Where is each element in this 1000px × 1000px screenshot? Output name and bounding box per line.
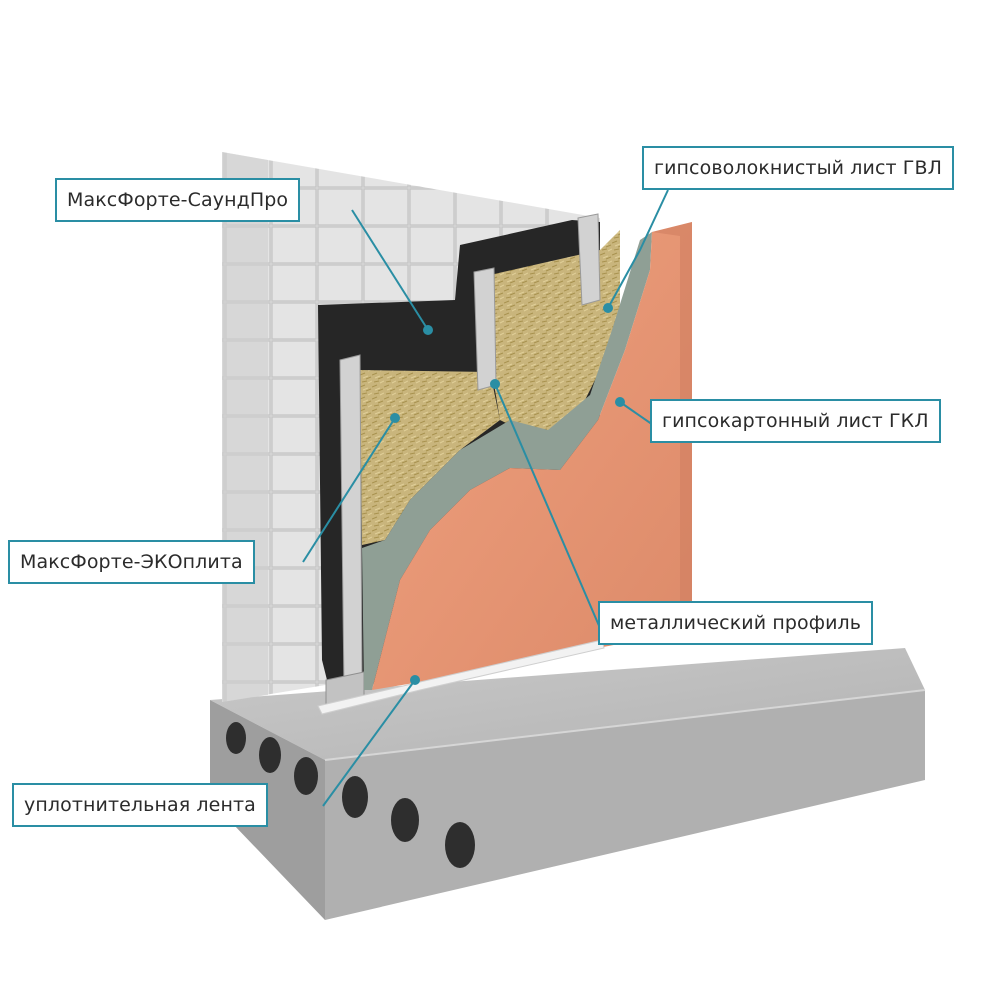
callout-tape-text: уплотнительная лента xyxy=(24,794,256,816)
pointer-dot-profile xyxy=(490,379,500,389)
callout-gvl-text: гипсоволокнистый лист ГВЛ xyxy=(654,157,943,179)
leader-dots xyxy=(390,303,625,685)
callout-gvl: гипсоволокнистый лист ГВЛ xyxy=(642,146,955,190)
callout-gkl: гипсокартонный лист ГКЛ xyxy=(650,399,941,443)
leader-line-soundpro xyxy=(351,209,429,331)
callout-profile-text: металлический профиль xyxy=(610,612,862,634)
slab-hole xyxy=(391,798,419,842)
gkl-sheet-layer xyxy=(372,222,692,690)
callout-soundpro: МаксФорте-СаундПро xyxy=(55,178,301,222)
callout-ecoplita: МаксФорте-ЭКОплита xyxy=(8,540,255,584)
metal-profile-studs xyxy=(325,213,601,709)
slab-hole xyxy=(259,737,281,773)
pointer-dot-soundpro xyxy=(423,325,433,335)
callout-soundpro-text: МаксФорте-СаундПро xyxy=(67,189,289,211)
slab-hole xyxy=(226,722,246,754)
pointer-dot-ecoplita xyxy=(390,413,400,423)
leader-lines xyxy=(302,189,669,807)
leader-line-tape xyxy=(322,679,416,807)
leader-line-profile xyxy=(494,383,601,629)
callout-ecoplita-text: МаксФорте-ЭКОплита xyxy=(20,551,243,573)
sealing-tape xyxy=(317,639,605,715)
leader-line-ecoplita xyxy=(302,417,396,563)
pointer-dot-tape xyxy=(410,675,420,685)
slab-hole xyxy=(342,776,368,818)
callout-tape: уплотнительная лента xyxy=(12,783,268,827)
pointer-dot-gvl xyxy=(603,303,613,313)
leader-line-gvl xyxy=(607,189,669,309)
pointer-dot-gkl xyxy=(615,397,625,407)
concrete-floor-slab xyxy=(210,648,926,920)
callout-profile: металлический профиль xyxy=(598,601,874,645)
slab-hole xyxy=(294,757,318,795)
gvl-sheet-layer xyxy=(362,232,652,690)
slab-hole xyxy=(445,822,475,868)
callout-gkl-text: гипсокартонный лист ГКЛ xyxy=(662,410,929,432)
